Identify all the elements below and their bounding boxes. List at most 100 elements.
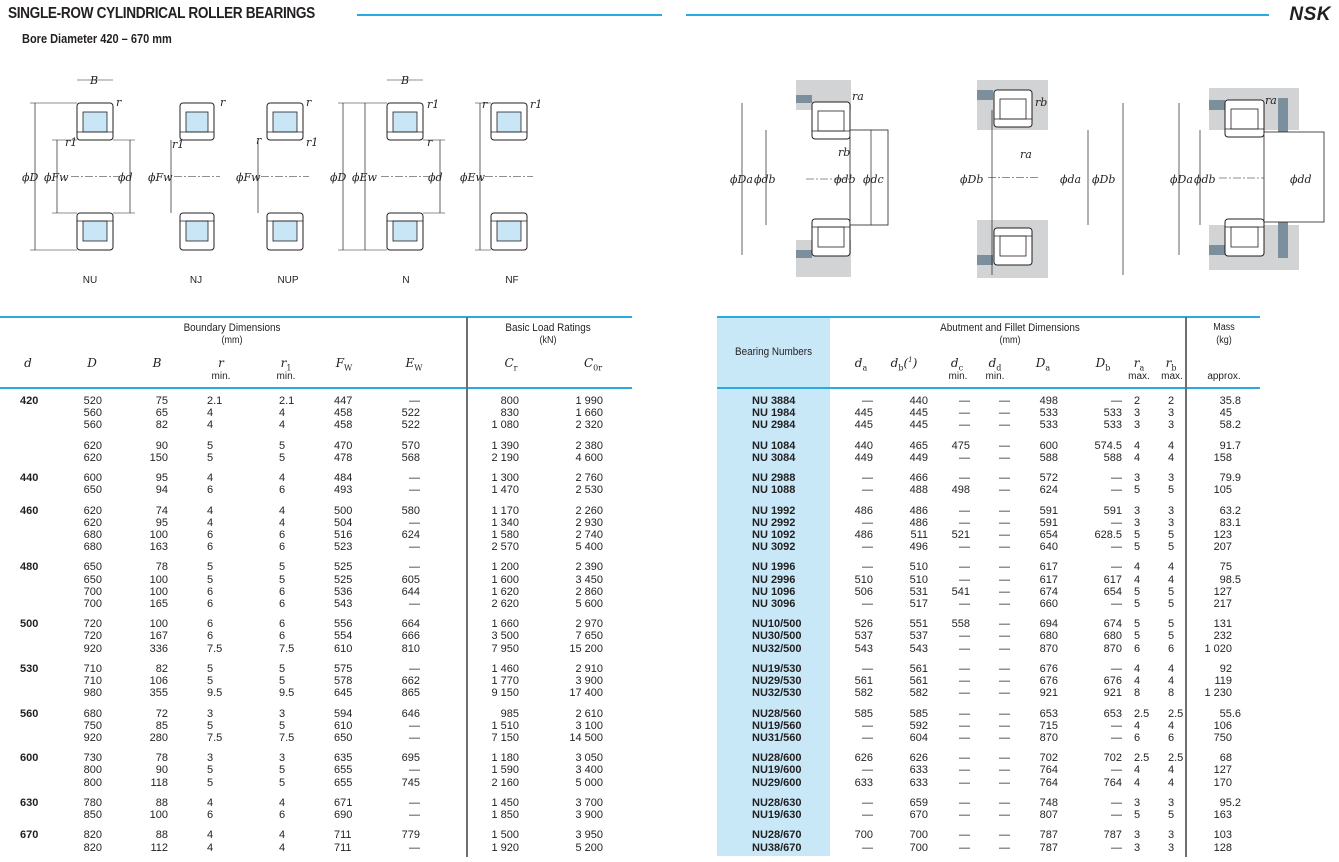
dd: — <box>999 731 1010 744</box>
rb: 5 <box>1168 630 1175 643</box>
fw: 650 <box>334 731 353 744</box>
Db: — <box>1111 484 1122 497</box>
fw: 493 <box>334 484 353 497</box>
outer-diameter: 650 <box>83 561 102 574</box>
fillet-label-rb: rb <box>838 146 850 159</box>
da: — <box>862 662 873 675</box>
da: 486 <box>854 528 873 541</box>
col-header-db: db(1) <box>890 356 918 373</box>
bore-diameter: 560 <box>20 707 39 720</box>
ew: 779 <box>401 829 420 842</box>
mass: 35.8 <box>1219 395 1241 407</box>
da: — <box>862 541 873 554</box>
table-header-rule <box>0 387 632 389</box>
width: 280 <box>149 731 168 744</box>
dimension-label-D: ϕD <box>22 171 38 184</box>
fw: 500 <box>334 504 353 517</box>
chamfer-r1: 6 <box>279 618 286 631</box>
chamfer-r1: 6 <box>279 528 286 541</box>
mass: 98.5 <box>1219 573 1241 586</box>
mass: 58.2 <box>1219 419 1241 432</box>
rb: 3 <box>1168 504 1175 517</box>
rb: 4 <box>1168 561 1175 574</box>
ew: 580 <box>401 504 420 517</box>
dc: — <box>959 675 970 688</box>
outer-diameter: 620 <box>83 504 102 517</box>
fillet-label-ra: ra <box>1020 148 1032 161</box>
dc: — <box>959 841 970 854</box>
dc: — <box>959 731 970 744</box>
outer-diameter: 800 <box>83 764 102 777</box>
fw: 523 <box>334 541 353 554</box>
chamfer-r: 4 <box>207 504 214 517</box>
dynamic-load: 1 180 <box>491 752 519 765</box>
width: 100 <box>149 585 168 598</box>
mass: 1 230 <box>1204 687 1232 700</box>
fw: 711 <box>334 841 352 854</box>
roller-icon <box>496 111 522 133</box>
chamfer-r1: 7.5 <box>279 642 295 655</box>
col-header-B: B <box>152 356 162 370</box>
chamfer-r1: 9.5 <box>279 687 295 700</box>
dd: — <box>999 585 1010 598</box>
width-label-B: B <box>400 74 409 87</box>
chamfer-r1: 6 <box>279 630 286 643</box>
static-load: 5 200 <box>575 841 603 854</box>
bearing-number: NU 3084 <box>752 451 796 464</box>
chamfer-r1: 5 <box>279 662 286 675</box>
col-header-D: D <box>87 356 97 370</box>
outer-diameter: 800 <box>83 776 102 789</box>
db: 700 <box>909 841 928 854</box>
bearing-type-label-nf: NF <box>505 275 518 286</box>
ew: 666 <box>401 630 420 643</box>
dd: — <box>999 484 1010 497</box>
dynamic-load: 1 460 <box>491 662 519 675</box>
mass: 127 <box>1213 585 1232 598</box>
dc: — <box>959 472 970 485</box>
boundary-dimensions-header: Boundary Dimensions <box>183 322 281 334</box>
mass-header: Mass <box>1213 322 1235 333</box>
outer-diameter: 680 <box>83 541 102 554</box>
dynamic-load: 1 300 <box>491 472 519 485</box>
bearing-number: NU30/500 <box>752 630 802 643</box>
Db: 676 <box>1103 675 1122 688</box>
roller-icon <box>392 220 418 242</box>
dd: — <box>999 662 1010 675</box>
roller-icon <box>496 220 522 242</box>
chamfer-r1: 5 <box>279 675 286 688</box>
dynamic-load: 3 500 <box>491 630 519 643</box>
rb: 4 <box>1168 451 1175 464</box>
ew: 570 <box>401 439 420 452</box>
dynamic-load: 1 170 <box>491 504 519 517</box>
outer-diameter: 850 <box>83 809 102 822</box>
ra: 4 <box>1134 675 1141 688</box>
width: 100 <box>149 528 168 541</box>
bearing-numbers-column-bg <box>717 316 830 856</box>
dd: — <box>999 776 1010 789</box>
da: 543 <box>854 642 873 655</box>
ra: 5 <box>1134 630 1141 643</box>
abutment-unit: (mm) <box>999 335 1021 346</box>
dynamic-load: 1 660 <box>491 618 519 631</box>
bearing-number: NU31/560 <box>752 731 802 744</box>
da: 486 <box>854 504 873 517</box>
fillet-label-r1: r1 <box>306 136 318 149</box>
ew: — <box>409 796 420 809</box>
Db: — <box>1111 764 1122 777</box>
chamfer-r: 9.5 <box>207 687 223 700</box>
Da: 870 <box>1039 731 1058 744</box>
Da: 921 <box>1039 687 1058 700</box>
mass: 79.9 <box>1219 472 1241 485</box>
mass: 123 <box>1213 528 1232 541</box>
bearing-number: NU28/600 <box>752 752 802 765</box>
